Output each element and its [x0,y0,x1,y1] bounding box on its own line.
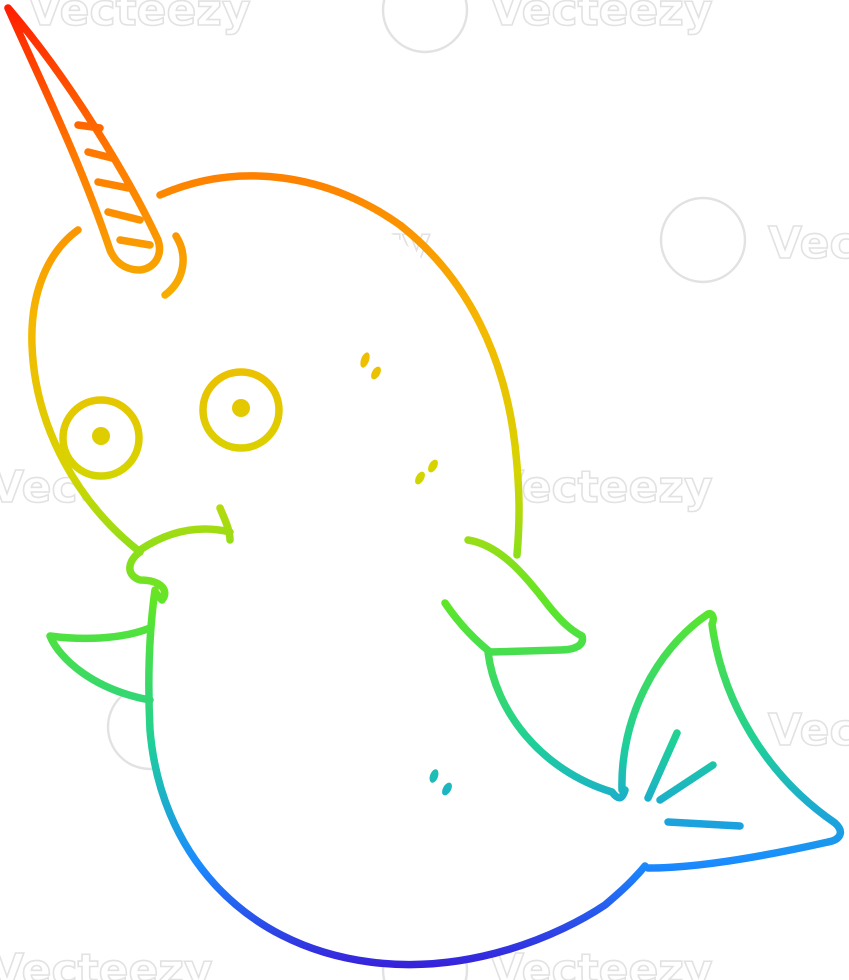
watermark-text: Vecteezy [490,945,713,980]
spot [429,769,439,783]
horn-stripe-5 [116,236,154,249]
watermark-text: Vec [768,218,849,269]
mouth [136,504,234,554]
horn-stripe-1 [74,121,104,132]
watermark-text: Vecteezy [28,0,251,36]
tail-fin [618,609,845,872]
tail-line-3 [664,818,744,830]
spot [428,459,438,473]
watermark-row-4: Vecteezy Vecteezy [0,926,713,980]
chin-curl [126,548,169,604]
narwhal-body-outline [28,172,523,559]
tail-line-2 [656,761,717,804]
watermark-text: Vec [768,705,849,756]
tail-line-1 [644,729,681,802]
watermark-text: Vecteezy [0,945,213,980]
watermark-row-0: Vecteezy Vecteezy [27,0,713,54]
spot [371,366,381,380]
left-eye [59,396,143,480]
narwhal-lower-body [145,586,649,969]
body-to-tail [484,648,629,802]
spot [415,471,425,485]
horn-stripe-2 [84,148,116,162]
spot [360,352,370,368]
narwhal [4,4,845,969]
narwhal-body-fill [31,178,840,963]
watermark-text: Vecteezy [490,0,713,36]
horn-stripe-4 [104,208,144,224]
left-pupil [92,427,110,445]
horn-stripe-3 [94,178,132,192]
spot [442,782,452,796]
right-eye [199,368,283,452]
right-flipper [441,536,587,656]
watermark-text: Vecteezy [490,462,713,513]
horn-base-curl [161,232,187,299]
right-pupil [232,399,250,417]
left-flipper [46,624,154,704]
